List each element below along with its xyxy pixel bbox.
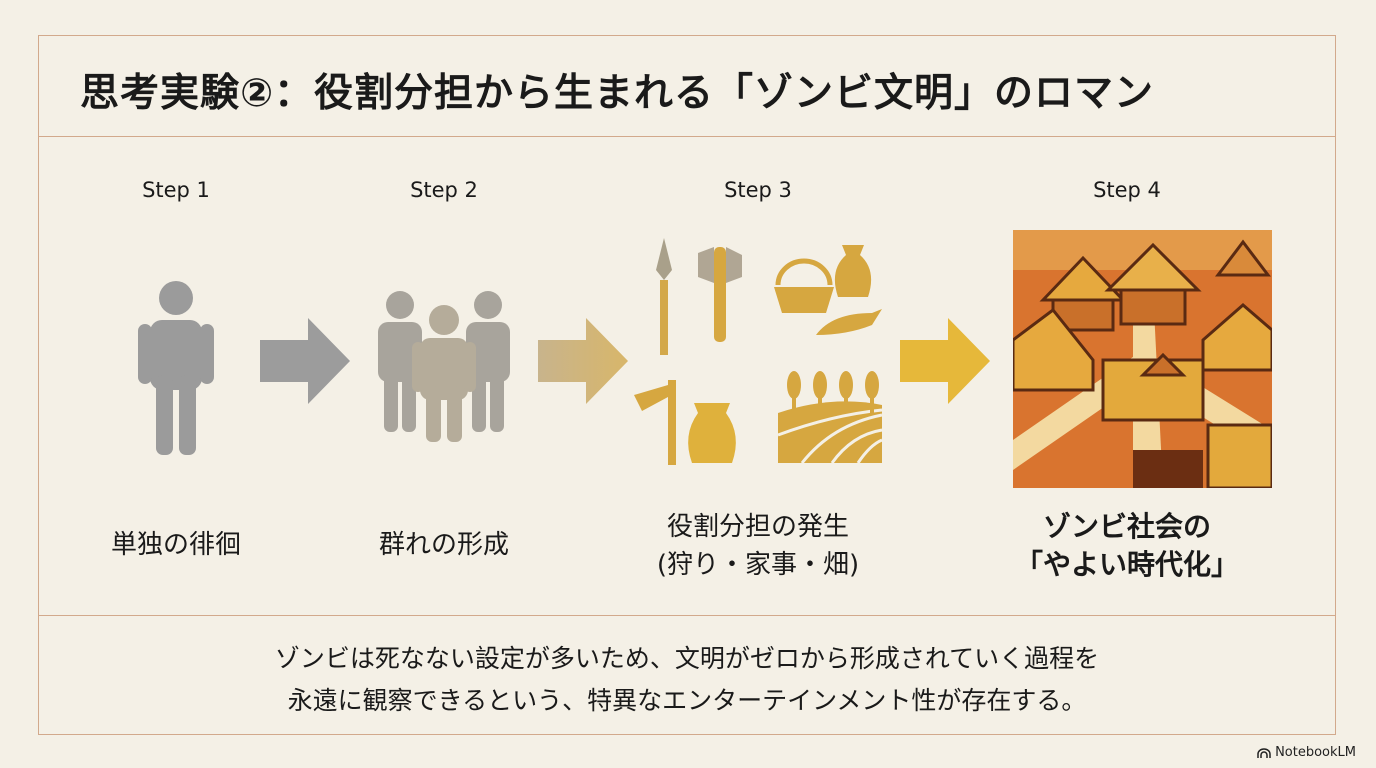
axe-icon bbox=[698, 247, 742, 342]
field-icon bbox=[777, 371, 883, 464]
step-1-label: 単独の徘徊 bbox=[110, 530, 242, 560]
step-2-heading: Step 2 bbox=[410, 178, 478, 202]
scoop-icon bbox=[816, 309, 882, 335]
step-4-label-line: ゾンビ社会の bbox=[1042, 510, 1212, 543]
basket-icon bbox=[774, 258, 834, 313]
jar-icon bbox=[688, 403, 736, 463]
footer-divider bbox=[38, 615, 1336, 616]
yayoi-village-illustration bbox=[1013, 230, 1272, 488]
role-division-tools-icon bbox=[634, 238, 883, 465]
step-4-heading: Step 4 bbox=[1093, 178, 1161, 202]
arrow-right-icon bbox=[260, 318, 350, 404]
arrow-right-icon bbox=[538, 318, 628, 404]
hoe-icon bbox=[634, 380, 676, 465]
notebooklm-brand: NotebookLM bbox=[1257, 745, 1356, 760]
notebooklm-logo-icon bbox=[1257, 747, 1271, 758]
brand-label: NotebookLM bbox=[1275, 745, 1356, 760]
step-1-heading: Step 1 bbox=[142, 178, 210, 202]
step-2-label: 群れの形成 bbox=[378, 530, 510, 560]
group-of-people-icon bbox=[378, 291, 510, 442]
footer-line: 永遠に観察できるという、特異なエンターテインメント性が存在する。 bbox=[287, 686, 1087, 715]
slide-frame bbox=[38, 35, 1336, 735]
step-4-label: ゾンビ社会の 「やよい時代化」 bbox=[1015, 508, 1239, 584]
step-3-label: 役割分担の発生 (狩り・家事・畑) bbox=[657, 508, 859, 584]
step-3-label-line: (狩り・家事・畑) bbox=[656, 550, 860, 580]
title-divider bbox=[38, 136, 1336, 137]
footer-line: ゾンビは死なない設定が多いため、文明がゼロから形成されていく過程を bbox=[274, 644, 1100, 673]
step-3-heading: Step 3 bbox=[724, 178, 792, 202]
step-4-label-line: 「やよい時代化」 bbox=[1014, 548, 1240, 581]
pot-icon bbox=[834, 245, 872, 297]
spear-icon bbox=[656, 238, 672, 355]
footer-text: ゾンビは死なない設定が多いため、文明がゼロから形成されていく過程を 永遠に観察で… bbox=[38, 638, 1336, 722]
slide-title: 思考実験②：役割分担から生まれる「ゾンビ文明」のロマン bbox=[80, 71, 1155, 116]
arrow-right-icon bbox=[900, 318, 990, 404]
step-3-label-line: 役割分担の発生 bbox=[666, 512, 850, 542]
single-person-icon bbox=[138, 281, 214, 455]
